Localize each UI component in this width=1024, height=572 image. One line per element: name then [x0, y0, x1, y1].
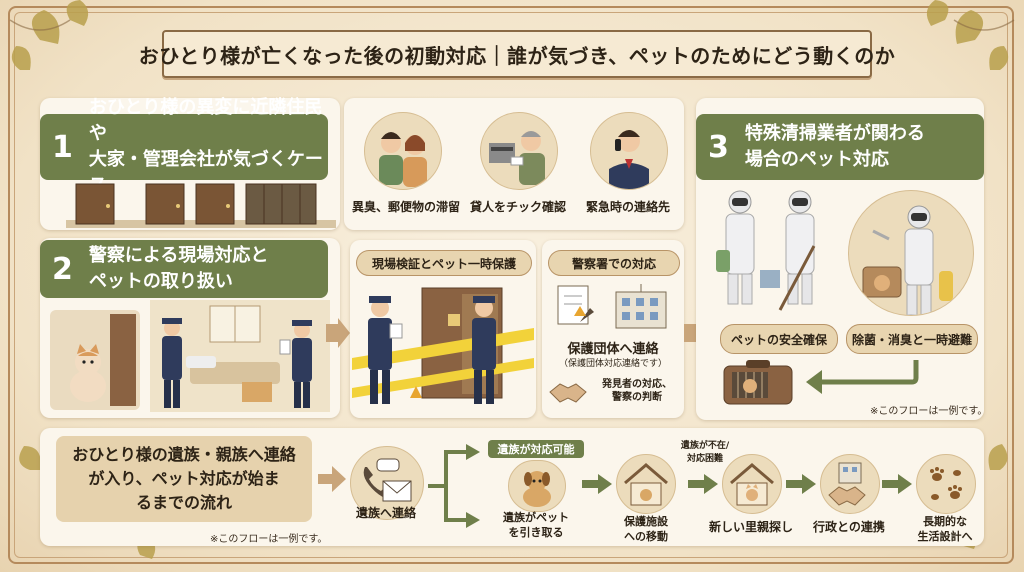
- section4-line2: が入り、ペット対応が始ま: [88, 469, 280, 488]
- arrow-right-icon: [582, 474, 612, 494]
- worker-spray-icon: [862, 205, 953, 315]
- paw-print-icon: [930, 467, 962, 500]
- pet-carrier-icon: [723, 360, 793, 405]
- pet-safety-label: ペットの安全確保: [720, 324, 838, 354]
- section1-number: 1: [52, 129, 73, 165]
- section2-heading: 2 警察による現場対応と ペットの取り扱い: [40, 240, 328, 298]
- finder-judgment-text: 発見者の対応、 警察の判断: [592, 378, 682, 404]
- admin-cooperation-label: 行政との連携: [813, 520, 885, 534]
- plan-line2: 生活設計へ: [917, 530, 973, 543]
- arrow-right-icon: [318, 466, 346, 492]
- family-possible-label: 遺族が対応可能: [488, 440, 584, 458]
- inner-frame: [14, 12, 1008, 558]
- section3-line2: 場合のペット対応: [744, 149, 889, 170]
- police-room-scene-icon: [150, 300, 330, 412]
- arrow-left-curve-icon: [806, 360, 919, 394]
- disinfect-label: 除菌・消臭と一時避難: [846, 324, 978, 354]
- shelter-house-icon: [624, 463, 668, 506]
- new-foster-label: 新しい里親探し: [708, 520, 793, 534]
- crime-scene-icon: [352, 287, 534, 404]
- phone-call-circle: [590, 112, 668, 190]
- contact-org-label: 保護団体へ連絡: [567, 342, 659, 357]
- contact-org-sub: （保護団体対応連絡です）: [558, 359, 667, 369]
- phone-mail-circle: [350, 446, 424, 520]
- arrow-right-icon: [786, 474, 816, 494]
- phone-call-icon: [609, 130, 649, 189]
- section1-heading: 1 おひとり様の異変に近隣住民や 大家・管理会社が気づくケース: [40, 97, 328, 196]
- section3-line1: 特殊清掃業者が関わる: [744, 123, 925, 144]
- plan-line1: 長期的な: [923, 515, 967, 528]
- section2-number: 2: [52, 251, 73, 287]
- section4-note: ※このフローは一例です。: [210, 534, 328, 545]
- section3-heading: 3 特殊清掃業者が関わる 場合のペット対応: [696, 114, 984, 180]
- scene-label: 現場検証とペット一時保護: [356, 250, 532, 276]
- item-tenant-check-label: 貸人をチック確認: [469, 200, 566, 214]
- item-odor-mail-label: 異臭、郵便物の滞留: [352, 200, 461, 214]
- government-handshake-icon: [828, 462, 866, 506]
- dog-circle: [508, 460, 566, 512]
- branch-arrow-icon: [428, 444, 480, 528]
- neighbors-circle: [364, 112, 442, 190]
- outer-frame: [8, 6, 1014, 564]
- documents-building-icon: [557, 284, 667, 329]
- arrow-right-icon: [688, 474, 718, 494]
- section3-number: 3: [708, 129, 729, 165]
- section2-line2: ペットの取り扱い: [88, 271, 233, 292]
- finder-line2: 警察の判断: [612, 392, 662, 403]
- cat-at-door-icon: [50, 310, 140, 410]
- station-label: 警察署での対応: [548, 250, 680, 276]
- neighbors-icon: [379, 132, 427, 187]
- page-title-text: おひとり様が亡くなった後の初動対応｜誰が気づき、ペットのためにどう動くのか: [138, 43, 896, 68]
- takeover-line2: を引き取る: [508, 526, 564, 539]
- family-takeover-text: 遺族がペット を引き取る: [490, 510, 582, 540]
- absent-line2: 対応困難: [686, 454, 723, 464]
- item-emergency-contact-label: 緊急時の連絡先: [585, 200, 670, 214]
- dog-icon: [523, 471, 551, 507]
- long-term-plan-text: 長期的な 生活設計へ: [904, 514, 986, 544]
- mailbox-circle: [480, 112, 558, 190]
- handshake-icon: [549, 383, 587, 403]
- section4-line1: おひとり様の遺族・親族へ連絡: [72, 445, 296, 464]
- section1-line1: おひとり様の異変に近隣住民や: [88, 97, 323, 144]
- cleaning-workers-icon: [716, 190, 816, 311]
- contact-family-label: 遺族へ連絡: [355, 506, 416, 520]
- shelter-move-text: 保護施設 への移動: [606, 514, 686, 544]
- absent-line1: 遺族が不在/: [680, 441, 730, 451]
- mailbox-icon: [489, 131, 545, 185]
- arrow-right-icon: [882, 474, 912, 494]
- foster-circle: [722, 454, 782, 514]
- section2-line1: 警察による現場対応と: [88, 245, 269, 266]
- pawprint-circle: [916, 454, 976, 514]
- family-absent-text: 遺族が不在/ 対応困難: [670, 440, 740, 466]
- worker-spray-circle: [848, 190, 974, 316]
- shelter-line1: 保護施設: [624, 515, 668, 528]
- admin-circle: [820, 454, 880, 514]
- section3-note: ※このフローは一例です。: [870, 406, 988, 417]
- takeover-line1: 遺族がペット: [503, 511, 569, 524]
- shelter-line2: への移動: [624, 530, 668, 543]
- foster-home-icon: [730, 463, 774, 506]
- page-title: おひとり様が亡くなった後の初動対応｜誰が気づき、ペットのためにどう動くのか: [139, 30, 895, 78]
- section4-line3: るまでの流れ: [135, 493, 232, 512]
- phone-mail-icon: [363, 458, 412, 502]
- apartment-doors-icon: [66, 183, 336, 228]
- shelter-circle: [616, 454, 676, 514]
- arrow-right-icon: [326, 318, 350, 348]
- finder-line1: 発見者の対応、: [602, 379, 672, 390]
- section4-heading: おひとり様の遺族・親族へ連絡 が入り、ペット対応が始ま るまでの流れ: [56, 436, 312, 522]
